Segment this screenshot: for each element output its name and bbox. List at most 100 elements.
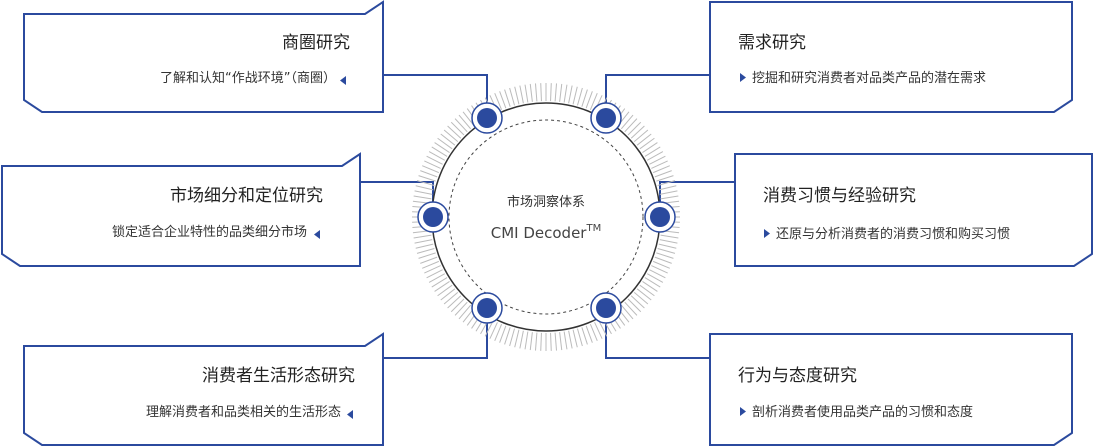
tick-mark [636, 133, 652, 146]
tick-mark [524, 331, 529, 350]
tick-mark [434, 281, 450, 292]
tick-mark [656, 175, 674, 182]
tick-mark [540, 332, 542, 351]
tick-mark [589, 93, 598, 111]
tick-mark [644, 277, 661, 288]
box-title: 市场细分和定位研究 [170, 186, 323, 206]
tick-mark [413, 195, 432, 200]
triangle-right-icon [764, 229, 770, 238]
tick-mark [443, 129, 459, 143]
tick-mark [554, 332, 558, 351]
box-desc: 理解消费者和品类相关的生活形态 [146, 404, 341, 420]
box-desc: 挖掘和研究消费者对品类产品的潜在需求 [752, 70, 986, 86]
tick-mark [568, 85, 573, 104]
tick-mark [646, 151, 664, 161]
box-mid-left: 市场细分和定位研究 锁定适合企业特性的品类细分市场 [0, 152, 361, 267]
tick-mark [514, 329, 520, 348]
tick-mark [659, 239, 678, 244]
tick-mark [509, 87, 515, 106]
tick-mark [499, 325, 507, 343]
tick-mark [494, 323, 503, 341]
tick-mark [572, 86, 578, 105]
triangle-left-icon [347, 410, 353, 419]
tick-mark [450, 121, 465, 136]
box-frame [709, 333, 1073, 446]
tick-mark [437, 284, 453, 297]
tick-mark [654, 170, 672, 178]
tick-mark [620, 114, 634, 130]
tick-mark [494, 93, 503, 111]
tick-mark [639, 137, 655, 150]
tick-mark [420, 170, 438, 178]
tick-mark [642, 142, 658, 153]
trademark-superscript: TM [585, 223, 601, 234]
box-desc: 还原与分析消费者的消费习惯和购买习惯 [776, 226, 1010, 242]
tick-mark [443, 291, 459, 305]
tick-mark [644, 146, 661, 157]
box-title: 行为与态度研究 [738, 366, 857, 386]
tick-mark [529, 83, 533, 102]
tick-mark [660, 234, 679, 239]
tick-mark [657, 180, 676, 186]
tick-mark [572, 329, 578, 348]
tick-mark [630, 125, 645, 139]
tick-mark [426, 269, 443, 279]
center-title: 市场洞察体系 [507, 194, 585, 210]
tick-mark [660, 195, 679, 200]
tick-mark [658, 243, 677, 249]
tick-mark [414, 190, 433, 195]
tick-mark [633, 129, 649, 143]
tick-mark [447, 295, 462, 309]
tick-mark [519, 85, 524, 104]
tick-mark [524, 84, 529, 103]
tick-mark [658, 185, 677, 191]
tick-mark [577, 87, 583, 106]
tick-mark [649, 155, 666, 165]
tick-mark [422, 260, 440, 269]
tick-mark [420, 256, 438, 264]
tick-mark [534, 332, 538, 351]
tick-mark [422, 165, 440, 174]
center-subtitle-text: CMI Decoder [491, 224, 588, 242]
node-dots [417, 102, 676, 324]
tick-mark [440, 288, 456, 301]
box-frame [734, 153, 1093, 267]
tick-mark [554, 83, 558, 102]
box-bottom-left: 消费者生活形态研究 理解消费者和品类相关的生活形态 [23, 332, 384, 446]
tick-mark [499, 91, 507, 109]
box-desc: 了解和认知“作战环境”（商圈） [160, 70, 336, 86]
tick-mark [426, 155, 443, 165]
tick-mark [577, 328, 583, 347]
box-desc: 锁定适合企业特性的品类细分市场 [112, 224, 307, 240]
tick-mark [646, 273, 664, 283]
tick-mark [627, 298, 642, 313]
tick-mark [428, 151, 446, 161]
tick-mark [659, 190, 678, 195]
tick-mark [585, 91, 593, 109]
node-top-left [471, 102, 503, 134]
box-title: 消费习惯与经验研究 [763, 186, 916, 206]
tick-mark [651, 160, 668, 169]
tick-mark [598, 320, 608, 337]
tick-mark [450, 298, 465, 313]
box-top-right: 需求研究 挖掘和研究消费者对品类产品的潜在需求 [709, 1, 1073, 113]
tick-mark [514, 86, 520, 105]
tick-mark [529, 332, 533, 351]
box-top-left: 商圈研究 了解和认知“作战环境”（商圈） [23, 0, 384, 113]
box-frame [0, 152, 361, 267]
box-bottom-right: 行为与态度研究 剖析消费者使用品类产品的习惯和态度 [709, 333, 1073, 446]
inner-dashed-ring [448, 119, 644, 315]
tick-mark [581, 327, 588, 345]
connector-top-left [383, 74, 488, 118]
box-title: 需求研究 [738, 33, 806, 53]
tick-mark [415, 185, 434, 191]
box-frame [709, 1, 1073, 113]
tick-mark [636, 288, 652, 301]
tick-mark [624, 118, 638, 133]
tick-mark [414, 239, 433, 244]
tick-mark [652, 165, 670, 174]
tick-mark [431, 277, 448, 288]
tick-mark [434, 142, 450, 153]
tick-mark [559, 83, 563, 102]
